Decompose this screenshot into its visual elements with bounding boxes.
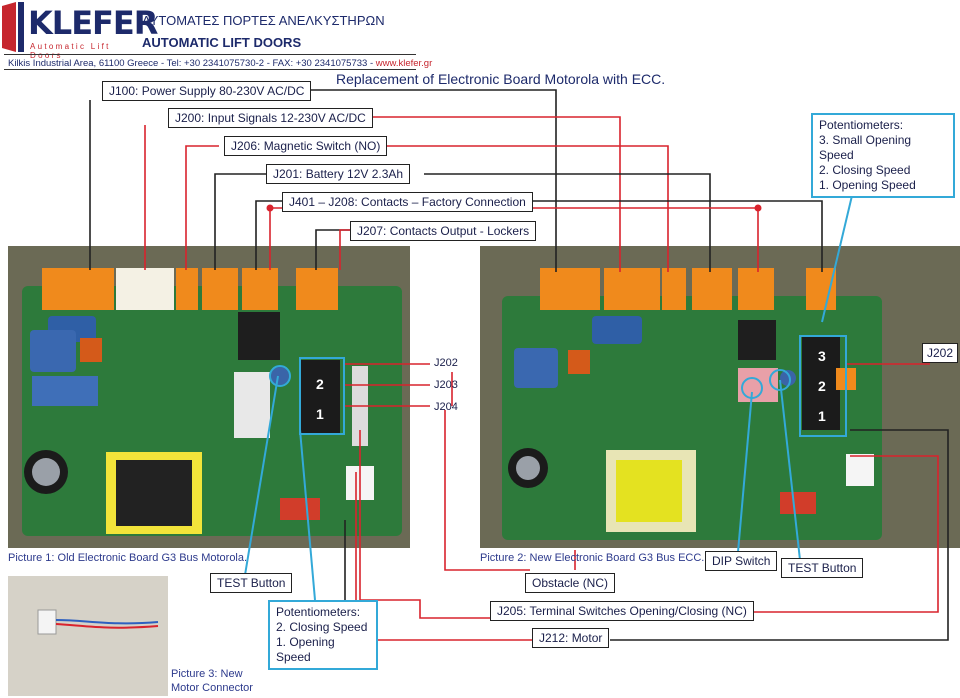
pot-marker-right-2: 2 — [818, 378, 826, 394]
caption-picture-1: Picture 1: Old Electronic Board G3 Bus M… — [8, 552, 248, 564]
potentiometers-left-box: Potentiometers: 2. Closing Speed 1. Open… — [268, 600, 378, 670]
label-j200: J200: Input Signals 12-230V AC/DC — [168, 108, 373, 128]
pot-left-item-2: 2. Closing Speed — [276, 620, 368, 634]
label-j212: J212: Motor — [532, 628, 610, 648]
header-rule — [4, 54, 416, 55]
label-j202-left: J202 — [434, 357, 458, 369]
caption-picture-3-line2: Motor Connector — [171, 682, 253, 694]
address-text: Kilkis Industrial Area, 61100 Greece - T… — [8, 58, 376, 69]
caption-picture-3-line1: Picture 3: New — [171, 668, 243, 680]
potentiometers-right-box: Potentiometers: 3. Small Opening Speed 2… — [811, 113, 955, 198]
picture-old-board — [8, 246, 410, 548]
pot-right-item-2: 2. Closing Speed — [819, 163, 911, 177]
pot-right-item-1: 1. Opening Speed — [819, 178, 916, 192]
label-j100: J100: Power Supply 80-230V AC/DC — [102, 81, 312, 101]
logo-mark-icon — [2, 2, 24, 52]
logo-text: KLEFER — [28, 4, 158, 42]
label-j207: J207: Contacts Output - Lockers — [350, 221, 537, 241]
logo-subtitle: Automatic Lift Doors — [30, 42, 111, 60]
pot-left-title: Potentiometers: — [276, 605, 361, 619]
header-title-greek: ΑΥΤΟΜΑΤΕΣ ΠΟΡΤΕΣ ΑΝΕΛΚΥΣΤΗΡΩΝ — [142, 13, 385, 28]
old-board-illustration — [8, 246, 410, 548]
website-link[interactable]: www.klefer.gr — [375, 58, 433, 69]
header-rule-bottom — [4, 69, 416, 70]
picture-motor-connector — [8, 576, 168, 696]
document-title: Replacement of Electronic Board Motorola… — [336, 71, 666, 87]
label-j204: J204 — [434, 401, 458, 413]
label-j201: J201: Battery 12V 2.3Ah — [266, 164, 411, 184]
pot-marker-right-1: 1 — [818, 408, 826, 424]
pot-right-title: Potentiometers: — [819, 118, 904, 132]
pot-right-item-3: 3. Small Opening Speed — [819, 133, 912, 162]
company-logo: KLEFER Automatic Lift Doors — [2, 2, 158, 60]
pot-left-item-1: 1. Opening Speed — [276, 635, 335, 664]
new-board-illustration — [480, 246, 960, 548]
label-j203: J203 — [434, 379, 458, 391]
label-j205: J205: Terminal Switches Opening/Closing … — [490, 601, 754, 621]
label-j202-right: J202 — [922, 343, 959, 363]
motor-connector-illustration — [37, 609, 159, 635]
label-test-button-right: TEST Button — [781, 558, 864, 578]
pot-marker-right-3: 3 — [818, 348, 826, 364]
header-address: Kilkis Industrial Area, 61100 Greece - T… — [8, 58, 432, 69]
picture-new-board — [480, 246, 960, 548]
label-obstacle: Obstacle (NC) — [525, 573, 616, 593]
header-title-english: AUTOMATIC LIFT DOORS — [142, 35, 302, 50]
label-j401-j208: J401 – J208: Contacts – Factory Connecti… — [282, 192, 533, 212]
label-test-button-left: TEST Button — [210, 573, 293, 593]
caption-picture-2: Picture 2: New Electronic Board G3 Bus E… — [480, 552, 705, 564]
pot-marker-left-2: 2 — [316, 376, 324, 392]
label-dip-switch: DIP Switch — [705, 551, 778, 571]
pot-marker-left-1: 1 — [316, 406, 324, 422]
label-j206: J206: Magnetic Switch (NO) — [224, 136, 388, 156]
